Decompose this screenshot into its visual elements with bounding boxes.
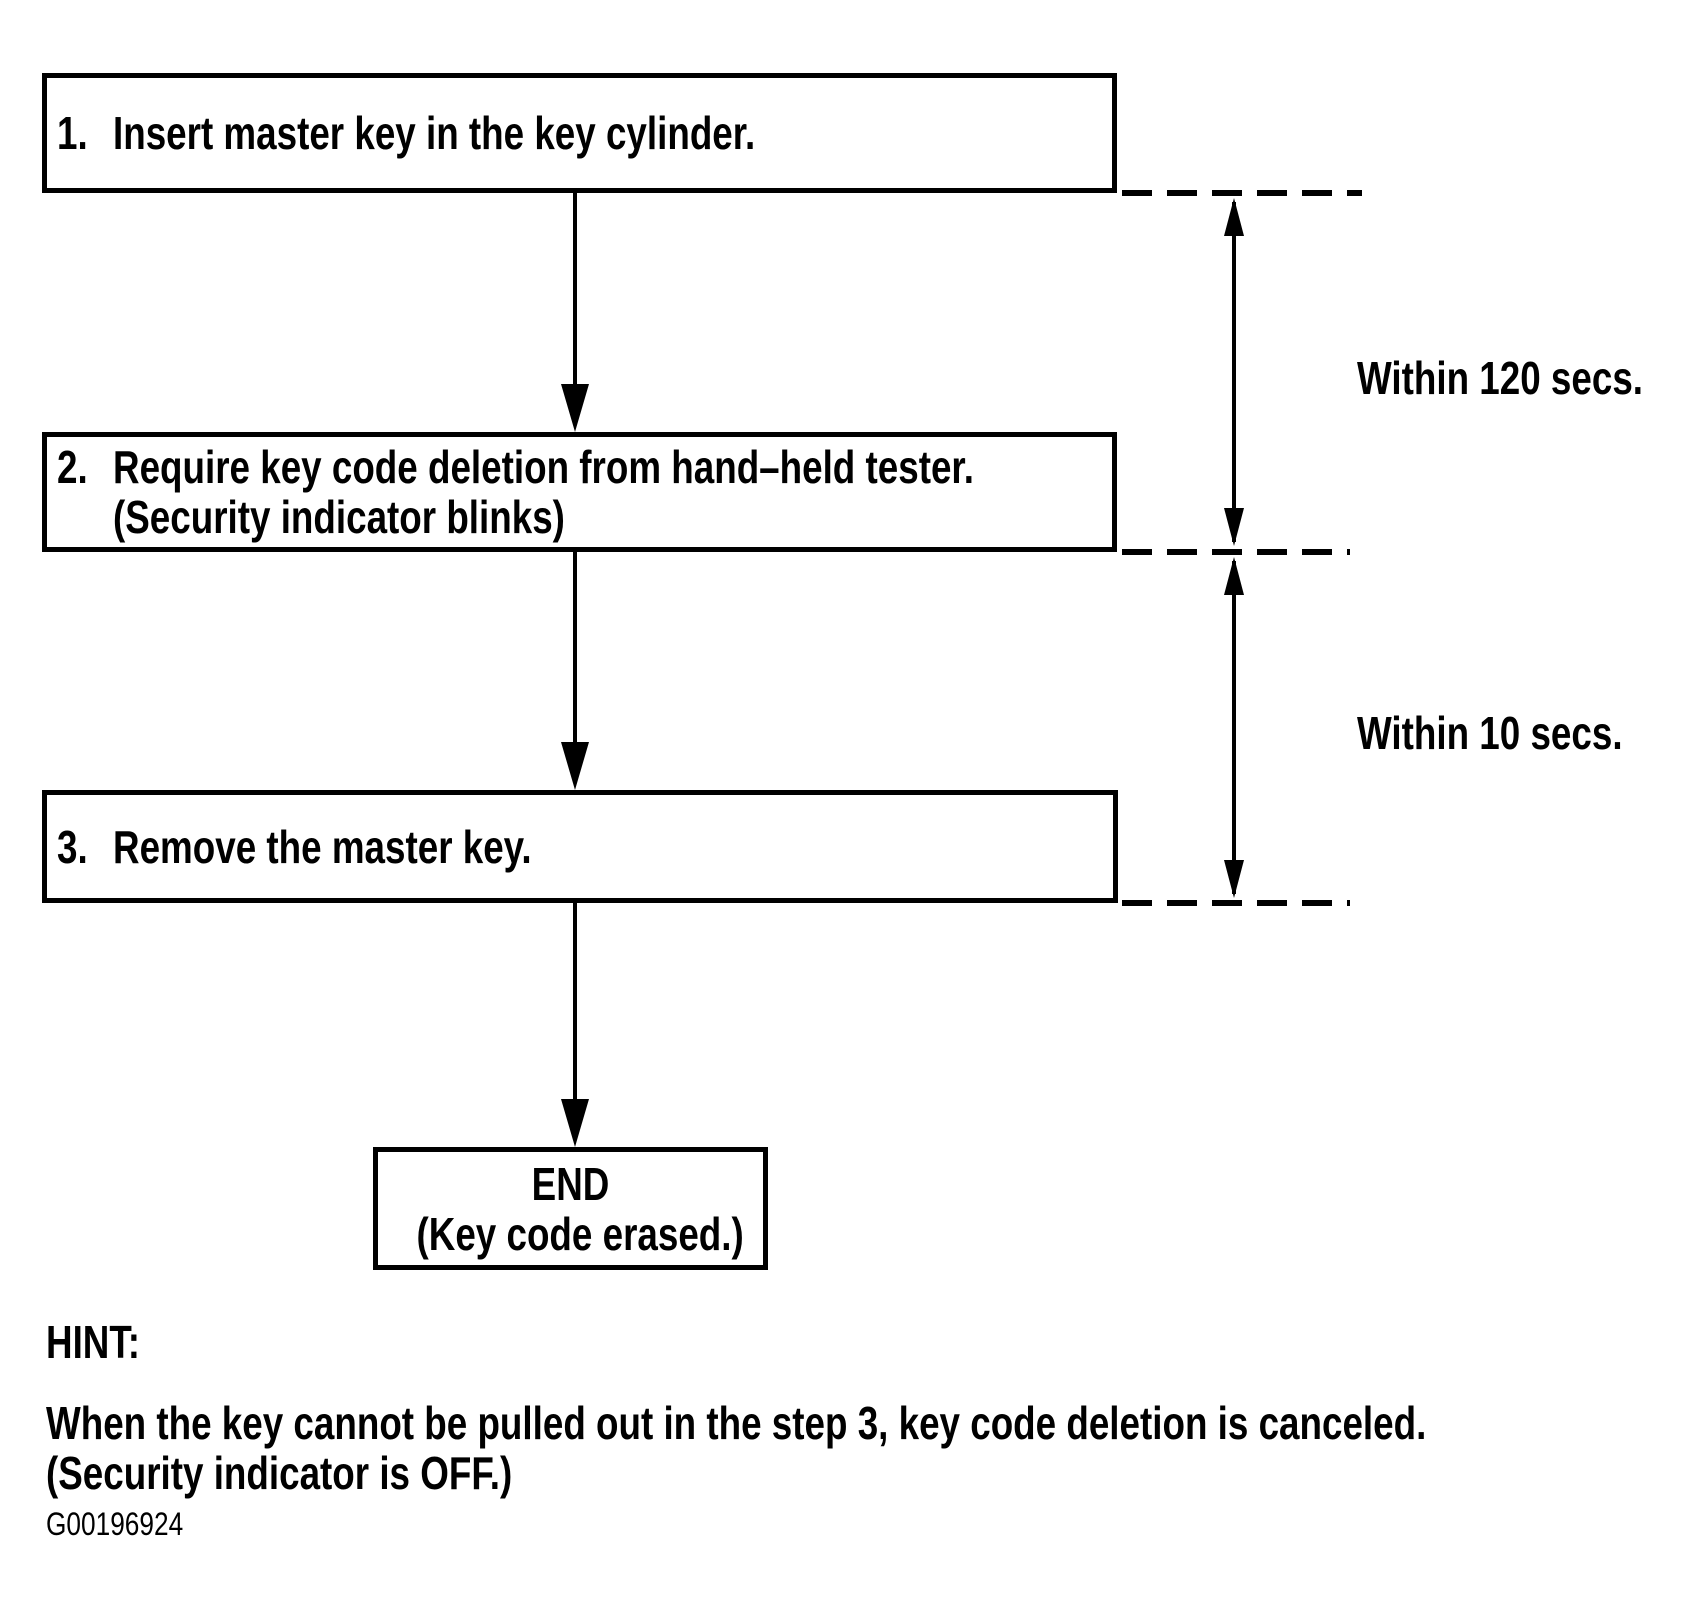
arrowhead-down-icon [561,1099,589,1147]
dashed-line-step1 [1122,190,1362,196]
arrowhead-down-icon [1224,860,1244,898]
end-title: END [531,1157,610,1210]
hint-body-line-1: When the key cannot be pulled out in the… [46,1397,1427,1449]
step-3-number: 3. [57,820,88,873]
step-2-sublabel: (Security indicator blinks) [113,491,565,543]
dashed-line-step3 [1122,900,1350,906]
arrow-shaft [1232,202,1236,542]
step-3-label: Remove the master key. [113,820,532,873]
arrow-shaft [573,552,577,746]
figure-id: G00196924 [46,1506,184,1542]
timing-label-120-secs: Within 120 secs. [1357,352,1644,404]
step-2-label: Require key code deletion from hand–held… [113,441,974,493]
step-2-number: 2. [57,441,88,493]
step-1-label: Insert master key in the key cylinder. [113,107,756,159]
step-2-line: 2. Require key code deletion from hand–he… [57,441,974,493]
end-subtitle: (Key code erased.) [416,1207,744,1260]
timing-arrow-120s-icon [1223,198,1245,546]
timing-label-10-secs: Within 10 secs. [1357,707,1623,759]
timing-arrow-10s-icon [1223,557,1245,898]
arrow-shaft [573,903,577,1103]
flow-arrow-1-down-icon [560,193,590,432]
step-3-line: 3. Remove the master key. [57,822,902,872]
arrowhead-down-icon [561,384,589,432]
arrow-shaft [573,193,577,388]
step-box-3: 3. Remove the master key. [42,790,1118,903]
hint-heading: HINT: [46,1316,141,1368]
step-box-1: 1. Insert master key in the key cylinder. [42,73,1117,193]
flow-arrow-2-down-icon [560,552,590,790]
step-1-number: 1. [57,107,88,159]
step-box-2: 2. Require key code deletion from hand–he… [42,432,1117,552]
hint-body-line-2: (Security indicator is OFF.) [46,1447,513,1499]
step-2-subline: (Security indicator blinks) [57,492,901,542]
arrowhead-down-icon [1224,508,1244,546]
end-box: END (Key code erased.) [373,1147,768,1270]
step-1-line: 1. Insert master key in the key cylinder. [57,108,901,158]
arrowhead-down-icon [561,742,589,790]
flow-arrow-3-down-icon [560,903,590,1147]
dashed-line-step2 [1122,549,1350,555]
arrow-shaft [1232,561,1236,894]
